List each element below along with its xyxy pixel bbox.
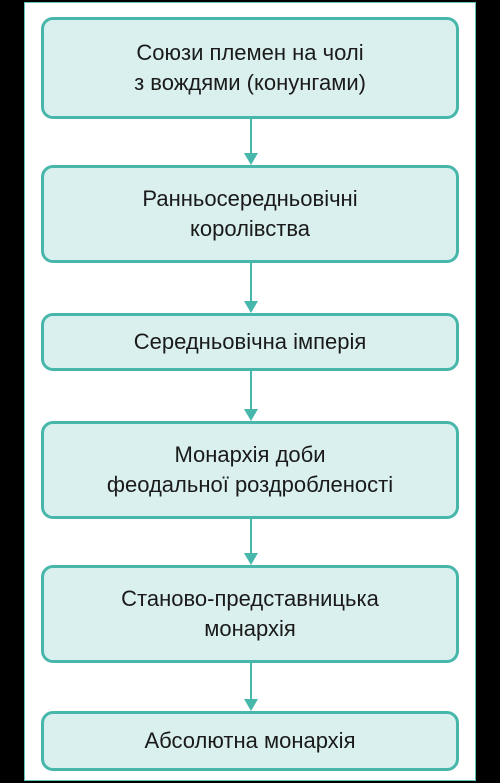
step-box-tribal-unions: Союзи племен на чолі з вождями (конунгам… xyxy=(41,17,459,119)
flow-arrow-1 xyxy=(241,119,261,165)
arrow-head-icon xyxy=(244,699,258,711)
step-box-feudal-monarchy: Монархія доби феодальної роздробленості xyxy=(41,421,459,519)
step-box-estate-monarchy: Станово-представницька монархія xyxy=(41,565,459,663)
step-box-medieval-empire: Середньовічна імперія xyxy=(41,313,459,371)
arrow-head-icon xyxy=(244,301,258,313)
arrow-head-icon xyxy=(244,409,258,421)
flow-arrow-2 xyxy=(241,263,261,313)
step-box-early-kingdoms: Ранньосередньовічні королівства xyxy=(41,165,459,263)
flow-arrow-3 xyxy=(241,371,261,421)
flow-arrow-4 xyxy=(241,519,261,565)
flow-diagram: Союзи племен на чолі з вождями (конунгам… xyxy=(24,2,476,781)
arrow-head-icon xyxy=(244,553,258,565)
step-box-absolute-monarchy: Абсолютна монархія xyxy=(41,711,459,771)
arrow-head-icon xyxy=(244,153,258,165)
flow-arrow-5 xyxy=(241,663,261,711)
